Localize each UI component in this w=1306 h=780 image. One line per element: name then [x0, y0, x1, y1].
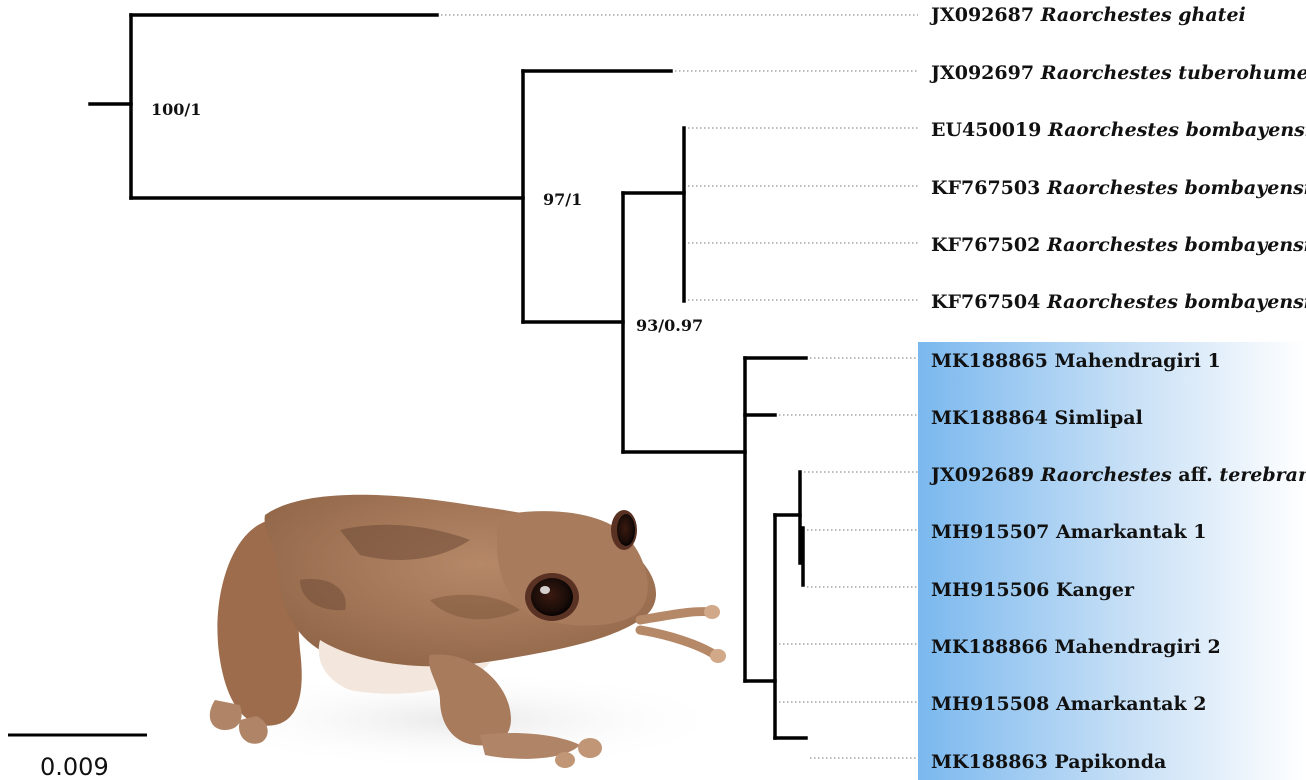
tip-label: EU450019 Raorchestes bombayensis: [931, 119, 1306, 141]
tip-label: KF767504 Raorchestes bombayensis: [931, 291, 1306, 313]
tip-label: MK188866 Mahendragiri 2: [931, 636, 1221, 658]
tip-label: MK188865 Mahendragiri 1: [931, 350, 1221, 372]
scale-bar-label: 0.009: [40, 753, 109, 780]
tip-label: JX092687 Raorchestes ghatei: [929, 4, 1246, 26]
node-support-label: 100/1: [151, 100, 201, 119]
tip-label: KF767502 Raorchestes bombayensis: [931, 234, 1306, 256]
tip-label: MK188864 Simlipal: [931, 407, 1143, 429]
tip-label: MH915508 Amarkantak 2: [931, 693, 1206, 715]
frog-photo: [180, 495, 740, 770]
tip-label: KF767503 Raorchestes bombayensis: [931, 177, 1306, 199]
tip-label: JX092697 Raorchestes tuberohumerus: [929, 62, 1306, 84]
tip-label: MH915507 Amarkantak 1: [931, 521, 1206, 543]
tip-label: MK188863 Papikonda: [931, 751, 1166, 773]
node-support-label: 93/0.97: [636, 316, 703, 335]
tip-label: MH915506 Kanger: [931, 579, 1135, 601]
tip-label: JX092689 Raorchestes aff. terebrans: [929, 464, 1306, 486]
node-support-label: 97/1: [543, 190, 582, 209]
